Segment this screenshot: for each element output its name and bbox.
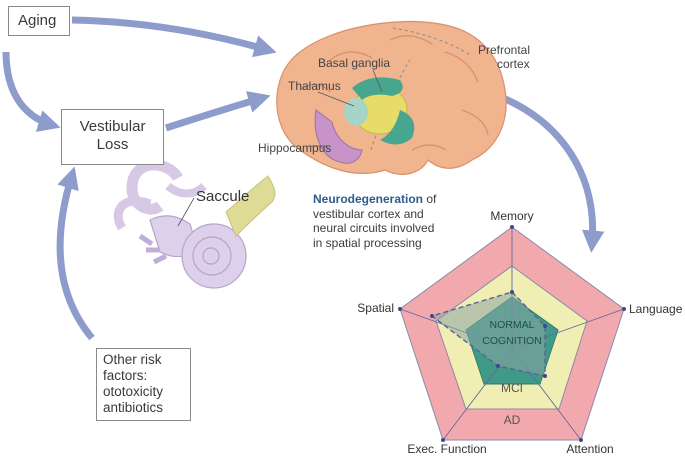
- vestibular-loss-line1: Vestibular: [79, 118, 146, 135]
- caption-line2: vestibular cortex and: [313, 206, 424, 221]
- saccule-pointer: [177, 197, 195, 227]
- patient-profile: [430, 291, 546, 377]
- other-risk-factors-box: Other risk factors: ototoxicity antibiot…: [96, 348, 191, 421]
- risk-line4: antibiotics: [103, 400, 164, 415]
- thalamus-pointer: [317, 91, 355, 107]
- risk-line3: ototoxicity: [103, 384, 164, 399]
- vestibular-loss-line2: Loss: [96, 136, 129, 153]
- mci-zone-label: MCI: [501, 381, 523, 395]
- caption-line4: in spatial processing: [313, 235, 422, 250]
- caption-line1-rest: of: [423, 192, 437, 206]
- aging-label: Aging: [18, 12, 57, 29]
- nerve-bundle: [225, 175, 276, 237]
- hippocampus-label: Hippocampus: [258, 141, 331, 155]
- cognition-zone-label: COGNITION: [482, 335, 542, 347]
- inner-ear-illustration: [113, 159, 247, 289]
- vestibular-loss-box: Vestibular Loss: [61, 109, 164, 165]
- neurodegeneration-caption: Neurodegeneration of vestibular cortex a…: [313, 192, 463, 250]
- axis-label-attention: Attention: [566, 442, 613, 456]
- axis-label-exec-function: Exec. Function: [407, 442, 486, 456]
- arrow-aging-to-vestibular: [2, 51, 61, 132]
- basal-ganglia-label: Basal ganglia: [318, 56, 390, 70]
- arrow-brain-to-radar: [496, 92, 605, 253]
- thalamus-label: Thalamus: [288, 79, 341, 93]
- arrow-aging-to-brain: [71, 16, 277, 58]
- basal-ganglia-pointer: [372, 69, 383, 93]
- axis-label-language: Language: [629, 302, 683, 316]
- axis-label-memory: Memory: [490, 209, 533, 223]
- arrow-risk-to-vestibular: [56, 166, 95, 341]
- arrow-vestibular-to-brain: [164, 91, 271, 132]
- radar-vertices: [398, 225, 626, 442]
- risk-line2: factors:: [103, 368, 148, 383]
- axis-label-spatial: Spatial: [357, 301, 394, 315]
- brain-illustration: [276, 20, 507, 175]
- neurodegeneration-term: Neurodegeneration: [313, 192, 424, 206]
- prefrontal-label-line1: Prefrontal: [478, 43, 530, 57]
- prefrontal-label-line2: cortex: [497, 57, 530, 71]
- ad-zone-label: AD: [504, 413, 521, 427]
- radar-chart: [398, 225, 626, 442]
- risk-line1: Other risk: [103, 352, 162, 367]
- normal-zone-label: NORMAL: [490, 319, 535, 331]
- caption-line3: neural circuits involved: [313, 221, 435, 235]
- saccule-label: Saccule: [196, 188, 249, 205]
- aging-box: Aging: [8, 6, 70, 36]
